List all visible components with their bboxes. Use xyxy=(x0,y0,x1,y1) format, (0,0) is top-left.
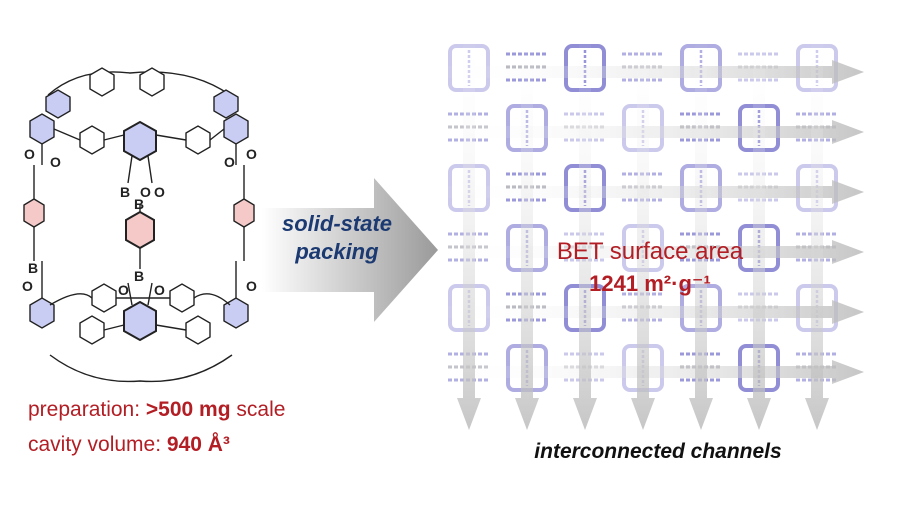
channel-arrow-vertical xyxy=(457,28,481,430)
atom-label: B xyxy=(134,196,144,212)
left-upper-blue-ring xyxy=(29,113,55,145)
lower-back-ring-left xyxy=(91,283,117,313)
channel-arrow-vertical xyxy=(573,28,597,430)
atom-label: O xyxy=(224,154,235,170)
atom-label: O xyxy=(118,282,129,298)
atom-label: B xyxy=(134,268,144,284)
atom-label: O xyxy=(24,146,35,162)
atom-label: O xyxy=(246,146,257,162)
cavity-label: cavity volume: xyxy=(28,433,167,456)
cavity-caption: cavity volume: 940 Å³ xyxy=(28,433,230,457)
bottom-arc-bond xyxy=(49,354,233,383)
channel-arrow-vertical xyxy=(689,28,713,430)
atom-label: O xyxy=(22,278,33,294)
bottom-catechol-ring xyxy=(123,300,157,342)
top-right-blue-ring xyxy=(213,89,239,119)
preparation-value: >500 mg xyxy=(145,398,231,421)
bet-label: BET surface area xyxy=(556,238,744,265)
packing-arrow xyxy=(262,178,438,322)
atom-label: B xyxy=(120,184,130,200)
top-left-blue-ring xyxy=(45,89,71,119)
preparation-suffix: scale xyxy=(230,398,286,421)
arrow-shape xyxy=(262,178,438,322)
arrow-label-line2: packing xyxy=(295,239,379,264)
atom-label: O xyxy=(140,184,151,200)
upper-phenyl-left xyxy=(79,125,105,155)
right-pink-ring xyxy=(233,198,255,228)
channels-caption: interconnected channels xyxy=(534,440,782,463)
lower-back-ring-right xyxy=(169,283,195,313)
top-ring-left xyxy=(89,67,115,97)
crystal-packing-lattice xyxy=(432,28,864,430)
cavity-value: 940 Å³ xyxy=(166,433,230,456)
atom-label: O xyxy=(50,154,61,170)
bet-surface-area: BET surface area 1241 m²·g⁻¹ xyxy=(505,236,795,300)
preparation-label: preparation: xyxy=(28,398,146,421)
channel-arrow-vertical xyxy=(631,28,655,430)
bet-value: 1241 m²·g⁻¹ xyxy=(589,271,711,296)
atom-label: O xyxy=(154,282,165,298)
top-catechol-ring xyxy=(123,120,157,162)
arrow-label: solid-state packing xyxy=(262,210,412,266)
channel-arrow-vertical xyxy=(805,28,829,430)
molecular-cage-drawing: O O B O O B O O B B O O O O xyxy=(22,67,257,383)
upper-phenyl-right xyxy=(185,125,211,155)
channel-arrow-vertical xyxy=(747,28,771,430)
lower-phenyl-left xyxy=(79,315,105,345)
channel-arrow-vertical xyxy=(515,28,539,430)
atom-label: O xyxy=(246,278,257,294)
right-upper-blue-ring xyxy=(223,113,249,145)
left-lower-blue-ring xyxy=(29,297,55,329)
left-pink-ring xyxy=(23,198,45,228)
lower-phenyl-right xyxy=(185,315,211,345)
top-ring-right xyxy=(139,67,165,97)
atom-label: B xyxy=(28,260,38,276)
central-pink-ring xyxy=(125,210,155,250)
vertical-channels xyxy=(457,28,829,430)
preparation-caption: preparation: >500 mg scale xyxy=(28,398,285,422)
arrow-label-line1: solid-state xyxy=(281,211,393,236)
atom-label: O xyxy=(154,184,165,200)
top-arc-bond xyxy=(47,71,231,96)
